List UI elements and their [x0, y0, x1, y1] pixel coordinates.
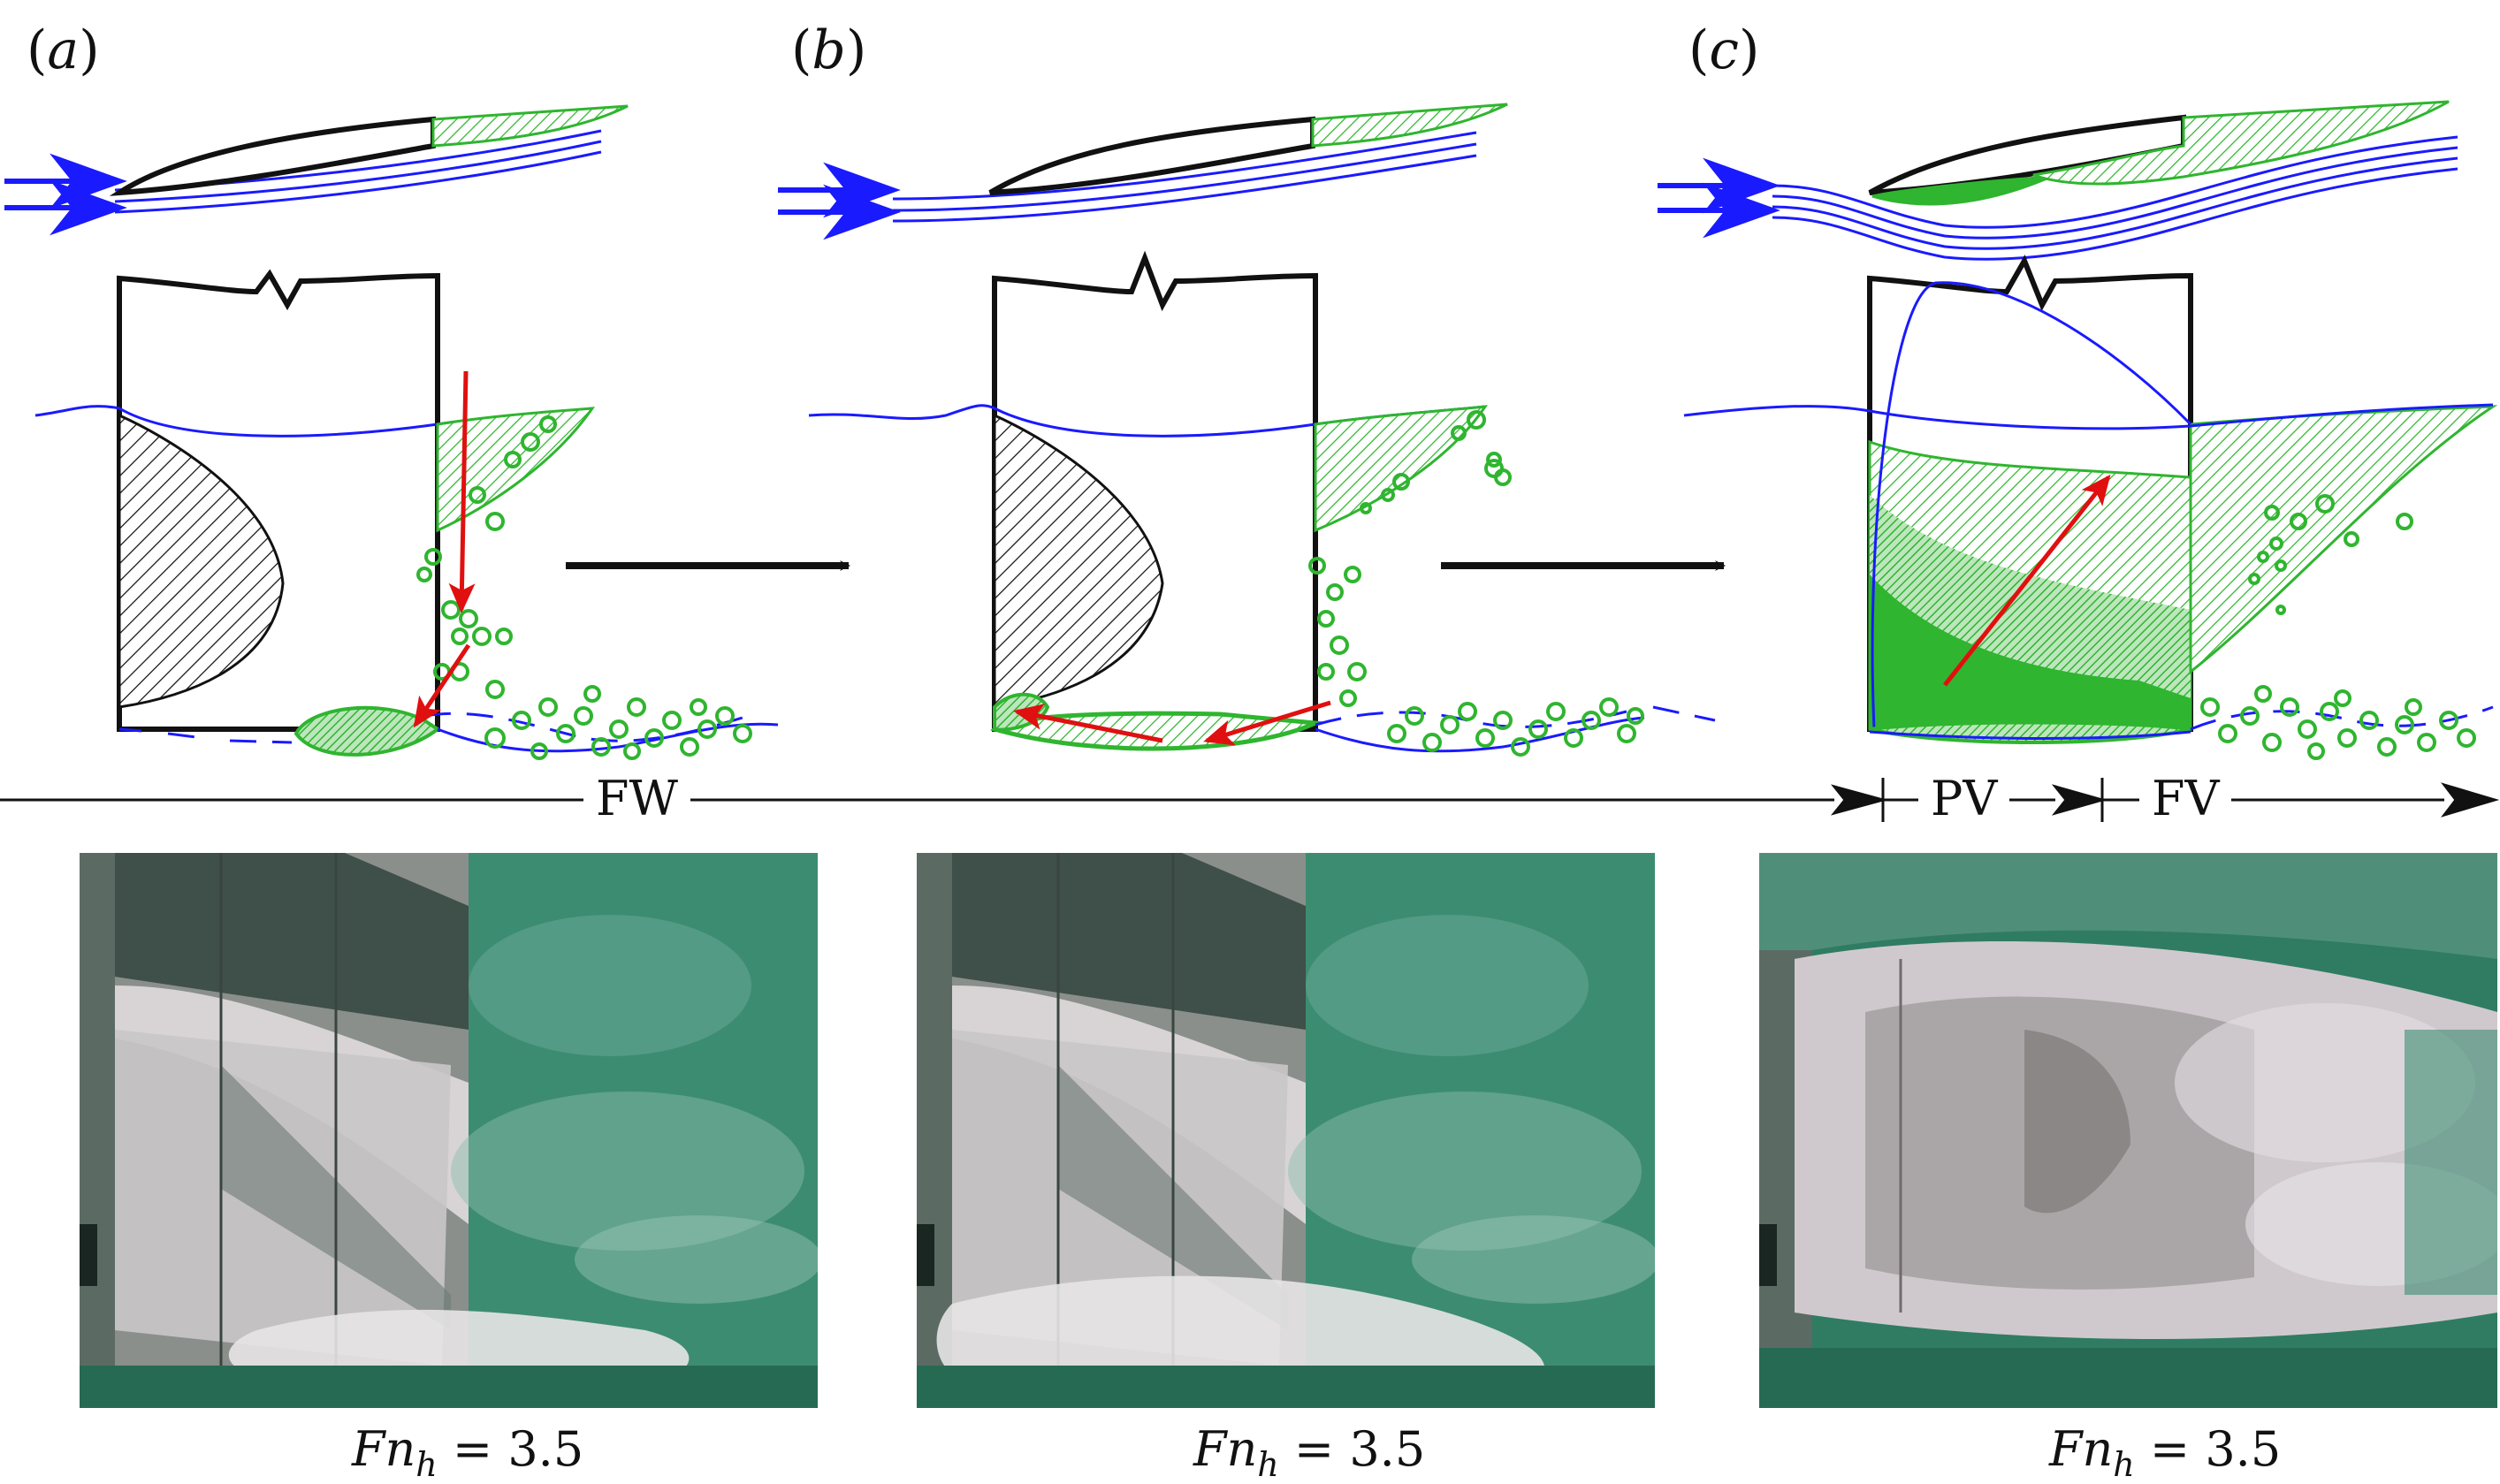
- panel-label-b: (b): [791, 19, 867, 81]
- panel-label-a: (a): [27, 19, 100, 81]
- lower-surface-dashed-a: [118, 712, 743, 744]
- lower-surface-c: [1869, 730, 2191, 740]
- spray-sheet-c: [2189, 405, 2498, 675]
- velocity-arrows-c: [1943, 474, 2111, 687]
- panel-b-schematic: [778, 103, 1716, 757]
- caption-c: Fnh = 3.5: [2049, 1421, 2282, 1484]
- flow-arrows-c: [1658, 157, 1780, 239]
- regime-label-fv: FV: [2139, 772, 2232, 826]
- panel-label-c: (c): [1688, 19, 1760, 81]
- bubbles-b: [1308, 410, 1644, 757]
- regime-axis: [0, 778, 2500, 822]
- photo-a: [80, 853, 818, 1408]
- lower-surface-b: [1315, 716, 1645, 753]
- cavity-wake-a: [431, 104, 629, 148]
- strut-b: [992, 250, 1318, 732]
- pressure-distribution-b: [993, 413, 1164, 709]
- hull-section-a: [109, 116, 436, 196]
- lower-surface-dashed-c: [2190, 705, 2494, 731]
- cavity-wake-b: [1311, 103, 1508, 148]
- panel-a-schematic: [4, 104, 779, 760]
- velocity-arrows-b: [1013, 700, 1331, 746]
- flow-arrows-a: [4, 153, 127, 236]
- spray-sheet-a: [436, 407, 596, 533]
- streamlines-c: [1772, 135, 2458, 261]
- bubbles-a: [416, 415, 752, 760]
- ventilated-cavity-core-c: [1870, 575, 2191, 729]
- bubbles-c: [2200, 494, 2476, 760]
- panel-c-schematic: [1658, 100, 2498, 760]
- caption-b: Fnh = 3.5: [1193, 1421, 1426, 1484]
- regime-label-fw: FW: [583, 772, 690, 826]
- velocity-arrows-a: [413, 370, 476, 728]
- streamlines-b: [892, 131, 1477, 223]
- lower-surface-dashed-b: [1315, 705, 1716, 728]
- photo-c: [1759, 853, 2497, 1408]
- pressure-distribution-a: [118, 413, 285, 709]
- strut-a: [117, 269, 440, 732]
- bottom-cavity-a: [293, 705, 441, 757]
- photo-b: [917, 853, 1655, 1408]
- spray-sheet-b: [1314, 405, 1489, 533]
- flow-arrows-b: [778, 162, 901, 240]
- cavity-wake-c: [2032, 100, 2450, 186]
- free-surface-c: [1683, 403, 2494, 430]
- caption-a: Fnh = 3.5: [352, 1421, 584, 1484]
- schematic-svg: [0, 100, 2500, 822]
- cavity-boundary-c: [1871, 281, 2192, 730]
- regime-label-pv: PV: [1918, 772, 2010, 826]
